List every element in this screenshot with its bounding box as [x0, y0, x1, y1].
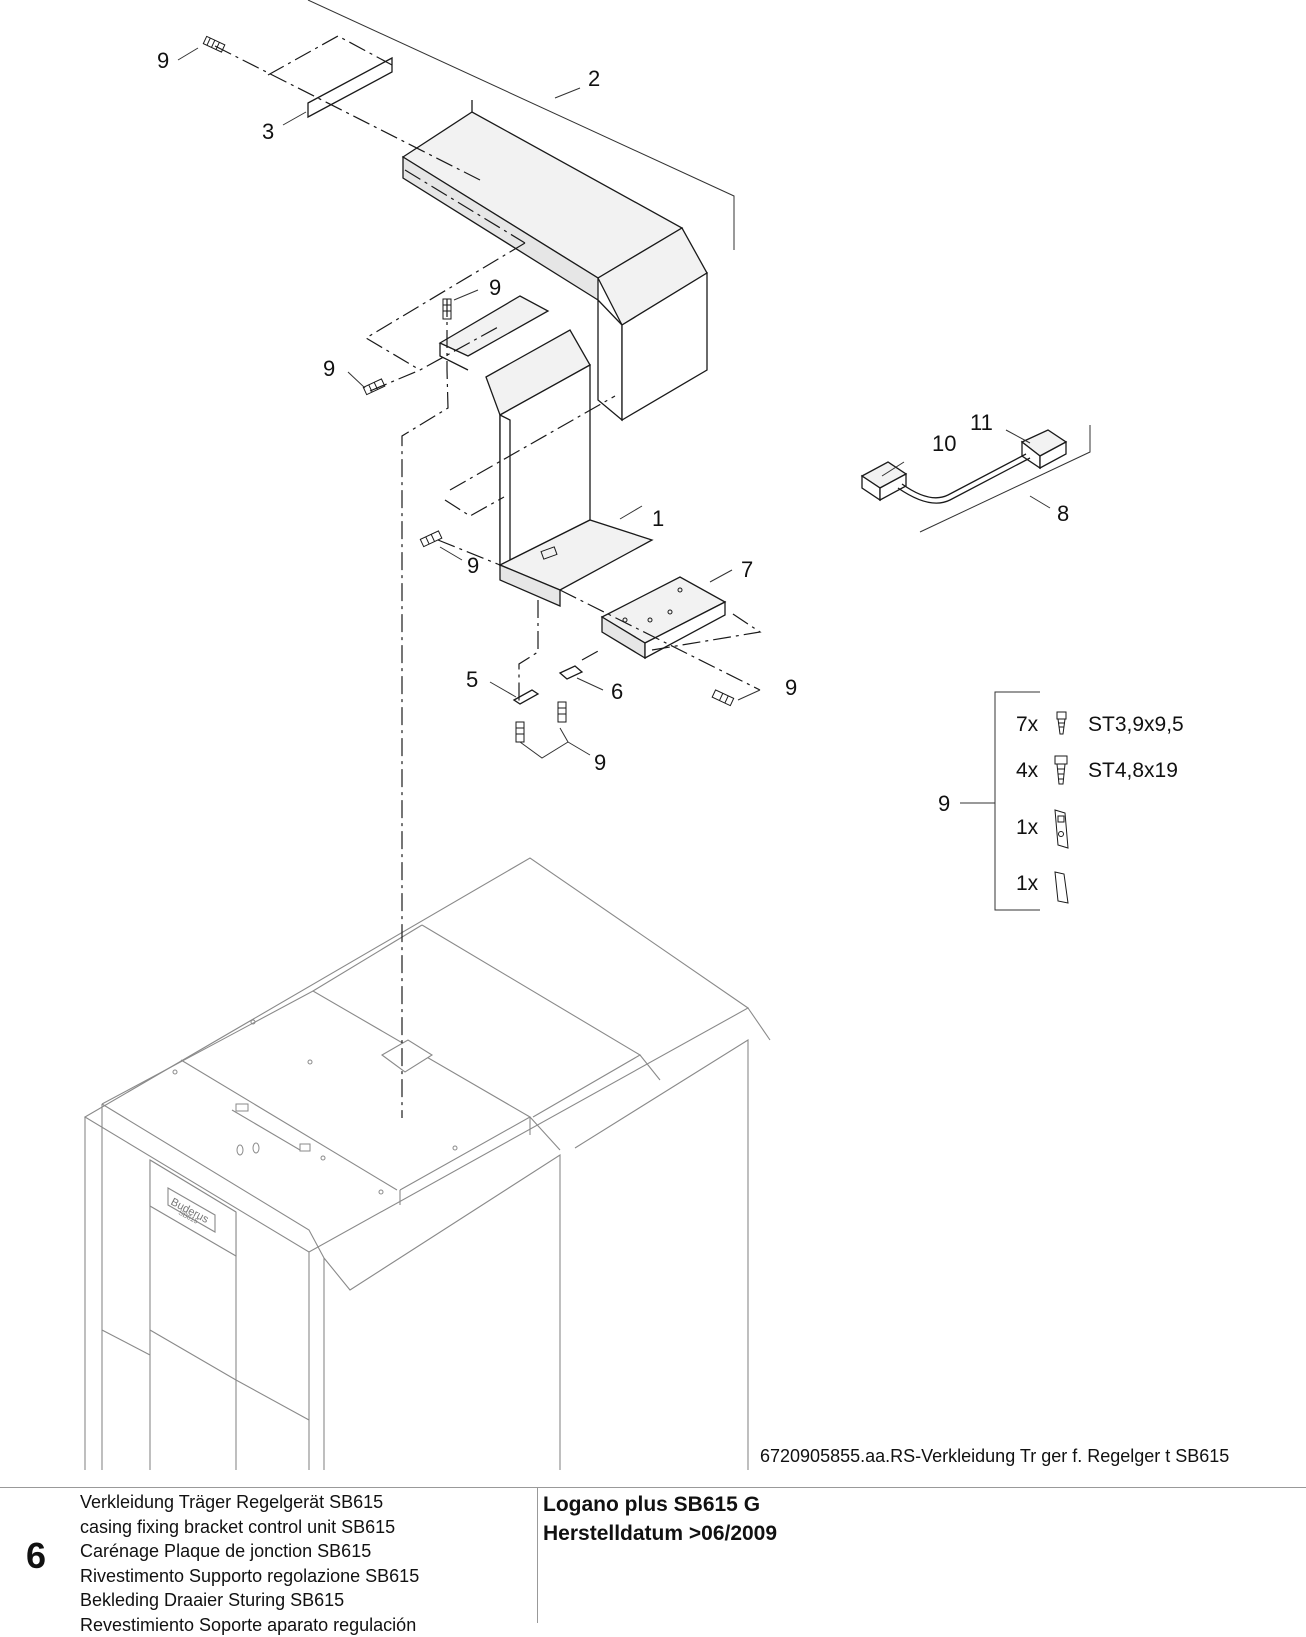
kit-spec-2: ST4,8x19: [1088, 759, 1178, 782]
label-part-8: 8: [1057, 501, 1069, 526]
label-part-9-upper-right: 9: [489, 275, 501, 300]
product-name: Logano plus SB615 G: [543, 1490, 777, 1519]
label-part-11: 11: [970, 410, 993, 435]
cover-plate-icon: [1055, 872, 1068, 903]
kit-qty-1: 7x: [1016, 713, 1039, 736]
label-part-10: 10: [932, 431, 956, 456]
label-part-1: 1: [652, 506, 664, 531]
label-part-6: 6: [611, 679, 623, 704]
boiler-housing: [85, 858, 770, 1470]
screw-small-icon: [1057, 712, 1066, 734]
description-de: Verkleidung Träger Regelgerät SB615: [80, 1490, 419, 1515]
kit-qty-3: 1x: [1016, 816, 1039, 839]
description-es: Revestimiento Soporte aparato regulación: [80, 1613, 419, 1637]
cable-harness: [862, 430, 1066, 503]
label-part-7: 7: [741, 557, 753, 582]
part-description-list: Verkleidung Träger Regelgerät SB615 casi…: [80, 1490, 419, 1637]
title-block: 6 Verkleidung Träger Regelgerät SB615 ca…: [0, 1487, 1306, 1623]
label-part-5: 5: [466, 667, 478, 692]
page-number: 6: [26, 1536, 46, 1576]
description-it: Rivestimento Supporto regolazione SB615: [80, 1564, 419, 1589]
description-nl: Bekleding Draaier Sturing SB615: [80, 1588, 419, 1613]
label-part-9-bottom: 9: [594, 750, 606, 775]
label-part-9-right: 9: [785, 675, 797, 700]
description-en: casing fixing bracket control unit SB615: [80, 1515, 419, 1540]
screw-large-icon: [1055, 756, 1067, 784]
bracket-part-6: [560, 666, 582, 679]
label-part-9-upper-left: 9: [323, 356, 335, 381]
mounting-plate: [602, 577, 725, 658]
kit-spec-1: ST3,9x9,5: [1088, 713, 1184, 736]
label-part-9-middle: 9: [467, 553, 479, 578]
label-part-9-top: 9: [157, 48, 169, 73]
product-info: Logano plus SB615 G Herstelldatum >06/20…: [543, 1490, 777, 1548]
cover-plate: [308, 58, 392, 117]
label-part-3: 3: [262, 119, 274, 144]
description-fr: Carénage Plaque de jonction SB615: [80, 1539, 419, 1564]
drawing-reference-code: 6720905855.aa.RS-Verkleidung Tr ger f. R…: [760, 1446, 1229, 1466]
fastener-kit-legend: 9 7x ST3,9x9,5 4x ST4,8x19 1x 1x: [938, 712, 1184, 903]
kit-qty-4: 1x: [1016, 872, 1039, 895]
clip-plate-icon: [1055, 810, 1068, 848]
label-part-2: 2: [588, 66, 600, 91]
clip-part-5: [514, 690, 538, 704]
kit-qty-2: 4x: [1016, 759, 1039, 782]
title-block-divider: [537, 1488, 538, 1623]
manufacture-date: Herstelldatum >06/2009: [543, 1519, 777, 1548]
kit-label: 9: [938, 791, 950, 816]
